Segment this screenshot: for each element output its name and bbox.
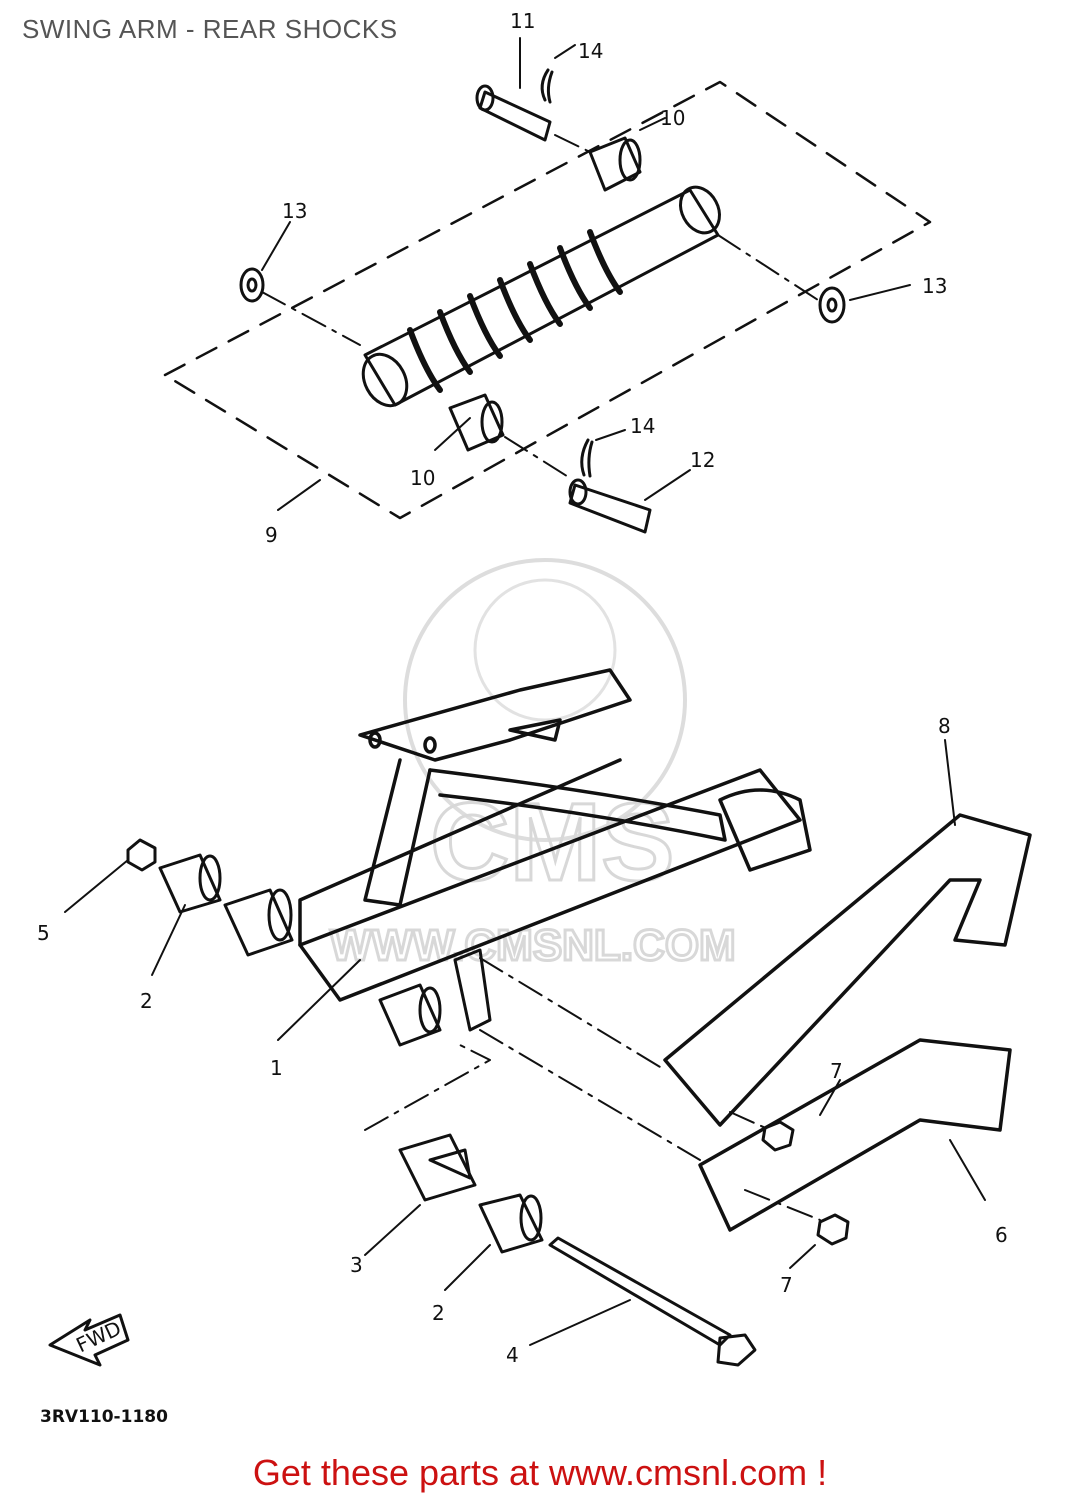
- fwd-arrow-icon: [48, 1313, 130, 1367]
- bolt-7-upper: [761, 1120, 795, 1152]
- callout-7a: 7: [830, 1059, 843, 1083]
- callout-1: 1: [270, 1056, 283, 1080]
- pivot-shaft-4: [548, 1236, 757, 1367]
- callout-11: 11: [510, 9, 535, 33]
- chain-guard-6: [698, 1038, 1012, 1232]
- callout-3: 3: [350, 1253, 363, 1277]
- callout-10a: 10: [660, 106, 685, 130]
- watermark-logo: CMS WWW.CMSNL.COM: [329, 558, 737, 972]
- bushing-2-lower: [478, 1193, 544, 1254]
- callout-10b: 10: [410, 466, 435, 490]
- footer-link[interactable]: Get these parts at www.cmsnl.com !: [252, 1452, 828, 1493]
- spacer-left: [223, 888, 294, 957]
- collar-10-bottom: [448, 393, 505, 452]
- callout-labels: 1 2 2 3 4 5 6 7 7 8 9 10 10 11 12 13 13 …: [37, 9, 1008, 1367]
- shock-assembly-outline: [163, 80, 932, 520]
- callout-2b: 2: [432, 1301, 445, 1325]
- callout-4: 4: [506, 1343, 519, 1367]
- callout-9: 9: [265, 523, 278, 547]
- pin-11: [475, 84, 552, 142]
- callout-2a: 2: [140, 989, 153, 1013]
- collar-3: [398, 1133, 477, 1202]
- pivot-bushing: [378, 983, 442, 1047]
- diagram-code: 3RV110-1180: [40, 1407, 168, 1427]
- callout-5: 5: [37, 921, 50, 945]
- bolt-7-lower: [816, 1213, 850, 1246]
- bushing-2-left: [158, 853, 222, 914]
- callout-8: 8: [938, 714, 951, 738]
- cotter-pin-14-bottom: [580, 438, 594, 478]
- callout-7b: 7: [780, 1273, 793, 1297]
- callout-12: 12: [690, 448, 715, 472]
- chain-guard-bracket: [453, 948, 492, 1032]
- callout-14a: 14: [578, 39, 603, 63]
- cotter-pin-14-top: [540, 68, 554, 104]
- washer-13-left: [239, 267, 265, 303]
- page-title: SWING ARM - REAR SHOCKS: [22, 14, 398, 44]
- pin-12: [568, 478, 652, 534]
- collar-10-top: [588, 136, 642, 192]
- callout-6: 6: [995, 1223, 1008, 1247]
- watermark-url: WWW.CMSNL.COM: [330, 921, 736, 970]
- callout-13a: 13: [282, 199, 307, 223]
- fwd-label: FWD: [72, 1316, 124, 1357]
- callout-13b: 13: [922, 274, 947, 298]
- swing-arm: [298, 668, 812, 1002]
- washer-13-right: [818, 286, 846, 324]
- rear-shock-absorber: [361, 185, 721, 408]
- chain-guard-8: [663, 813, 1032, 1127]
- callout-14b: 14: [630, 414, 655, 438]
- nut-5: [126, 838, 157, 872]
